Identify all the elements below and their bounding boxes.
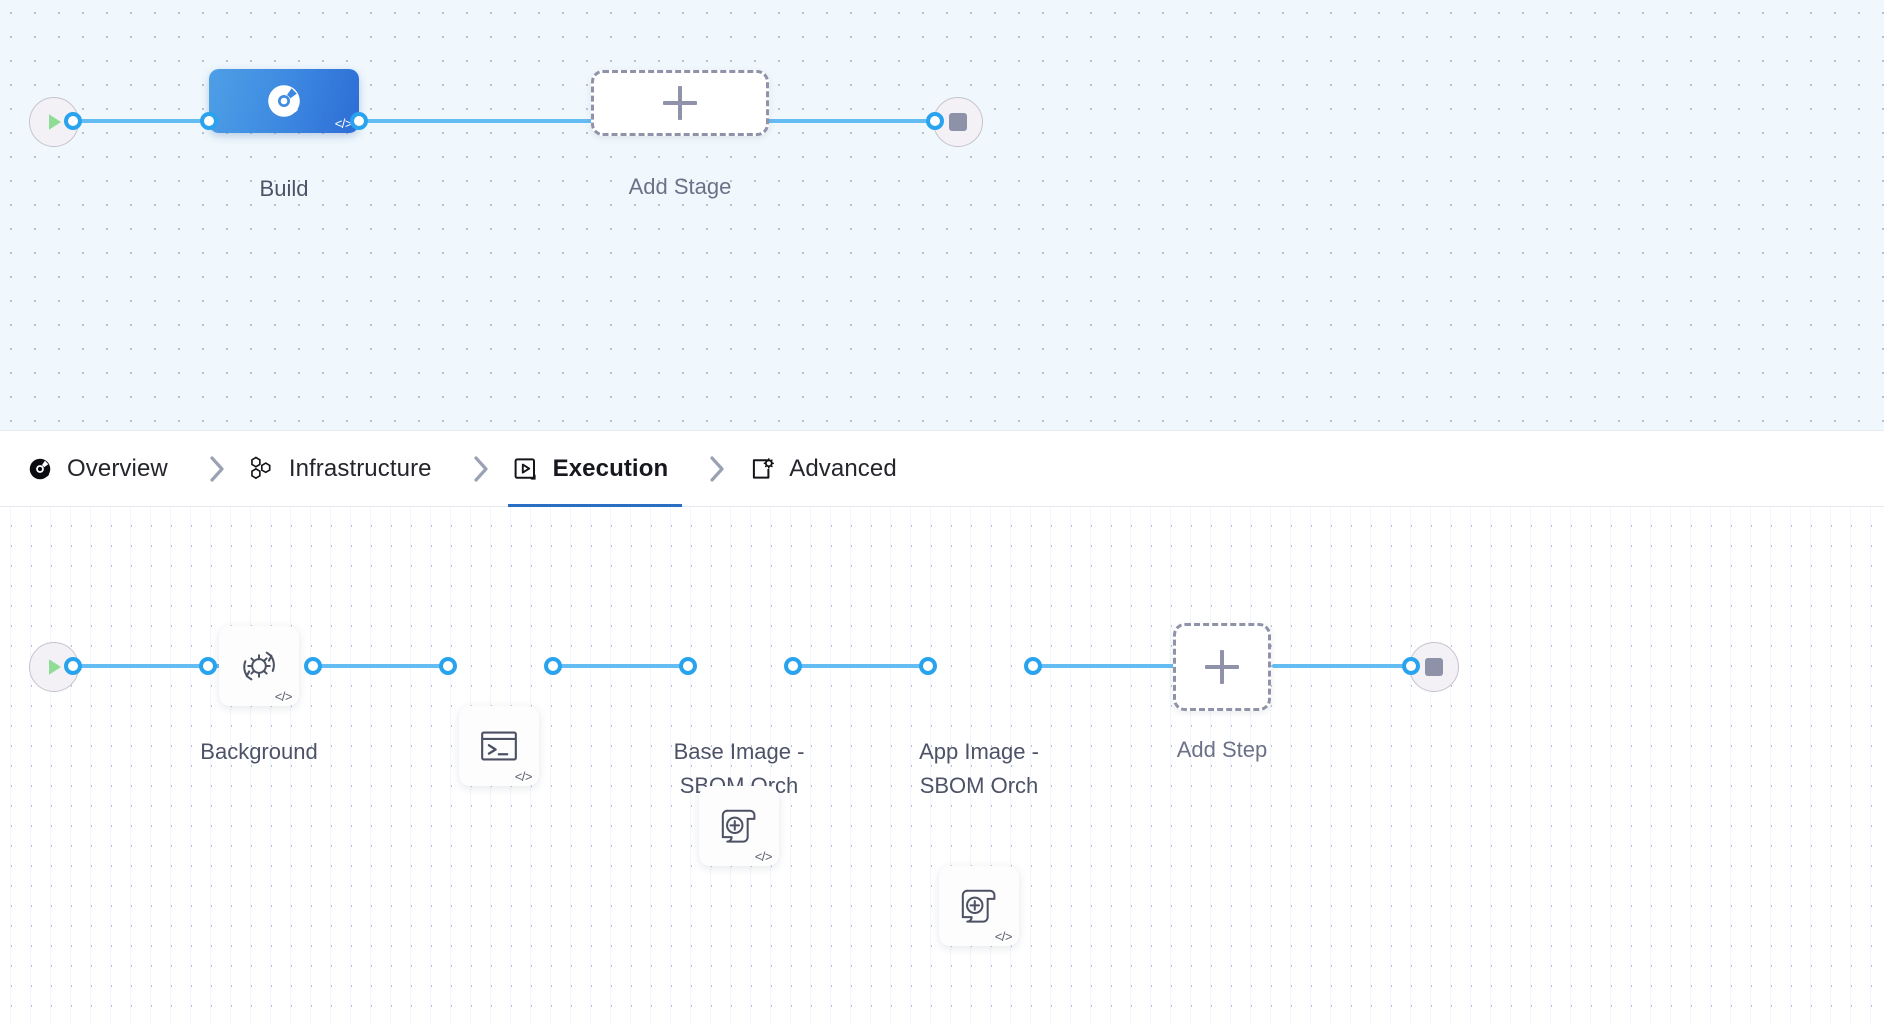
step-node-base-image-sbom-orch[interactable]: </> <box>699 786 779 866</box>
code-badge-icon: </> <box>514 769 533 784</box>
port-execution-start-out[interactable] <box>64 657 82 675</box>
port-end-in[interactable] <box>926 112 944 130</box>
port-run-in[interactable] <box>439 657 457 675</box>
chevron-right-icon <box>210 455 224 482</box>
stop-icon <box>1425 658 1443 676</box>
add-step-button[interactable] <box>1173 623 1271 711</box>
port-execution-end-in[interactable] <box>1402 657 1420 675</box>
port-background-out[interactable] <box>304 657 322 675</box>
terminal-icon <box>481 731 517 761</box>
step-node-run[interactable]: </> <box>459 706 539 786</box>
chevron-right-icon <box>474 455 488 482</box>
plus-icon <box>1205 650 1239 684</box>
port-build-in[interactable] <box>200 112 218 130</box>
tab-infrastructure[interactable]: Infrastructure <box>244 431 454 507</box>
hexagons-icon <box>248 455 276 483</box>
port-base-image-in[interactable] <box>679 657 697 675</box>
add-step-label: Add Step <box>1176 737 1268 762</box>
edge-run-to-base-image <box>545 664 695 668</box>
code-badge-icon: </> <box>994 929 1013 944</box>
add-stage-button[interactable] <box>591 70 769 136</box>
port-app-image-out[interactable] <box>1024 657 1042 675</box>
plus-icon <box>663 86 697 120</box>
tab-advanced-label: Advanced <box>789 454 897 482</box>
stage-label-build: Build <box>259 176 309 201</box>
stage-graph-canvas[interactable]: </> Build Add Stage <box>0 0 1884 431</box>
stage-config-tabs[interactable]: Overview Infrastructure <box>0 431 1884 508</box>
step-node-background[interactable]: </> <box>219 626 299 706</box>
add-stage-label: Add Stage <box>628 174 732 199</box>
port-background-in[interactable] <box>199 657 217 675</box>
play-box-icon <box>512 455 540 483</box>
tab-separator-3 <box>690 454 744 484</box>
tab-advanced[interactable]: Advanced <box>744 431 919 507</box>
harness-logo-icon <box>268 85 300 117</box>
sbom-scroll-icon <box>721 809 756 843</box>
gear-page-icon <box>748 455 776 483</box>
execution-graph-canvas[interactable]: </> Background </> Run <box>0 507 1884 1024</box>
tab-overview-label: Overview <box>67 454 168 482</box>
edge-add-stage-to-end <box>760 119 980 123</box>
tab-separator-2 <box>454 454 508 484</box>
stage-pill-build[interactable]: </> <box>209 69 359 133</box>
port-build-out[interactable] <box>350 112 368 130</box>
stage-node-build[interactable]: </> <box>209 69 359 133</box>
port-run-out[interactable] <box>544 657 562 675</box>
code-badge-icon: </> <box>334 116 353 131</box>
stop-icon <box>949 113 967 131</box>
port-start-out[interactable] <box>64 112 82 130</box>
edge-start-to-build <box>72 119 272 123</box>
code-badge-icon: </> <box>274 689 293 704</box>
port-app-image-in[interactable] <box>919 657 937 675</box>
edge-start-to-background <box>72 664 222 668</box>
edge-build-to-add-stage <box>352 119 592 123</box>
step-node-app-image-sbom-orch[interactable]: </> <box>939 866 1019 946</box>
sbom-scroll-icon <box>961 889 996 923</box>
code-badge-icon: </> <box>754 849 773 864</box>
tab-execution[interactable]: Execution <box>507 431 691 508</box>
tab-infrastructure-label: Infrastructure <box>288 454 432 482</box>
tab-overview[interactable]: Overview <box>22 431 190 507</box>
edge-background-to-run <box>305 664 455 668</box>
step-label-background: Background <box>200 739 318 764</box>
play-icon <box>49 659 61 675</box>
gear-refresh-icon <box>243 651 275 681</box>
harness-logo-icon <box>26 455 54 483</box>
play-icon <box>49 114 61 130</box>
chevron-right-icon <box>710 455 724 482</box>
step-label-app-image-sbom-orch: App Image - SBOM Orch <box>919 739 1039 799</box>
edge-add-step-to-end <box>1272 664 1417 668</box>
edge-app-image-to-add-step <box>1025 664 1185 668</box>
tab-separator-1 <box>190 454 244 484</box>
tab-execution-label: Execution <box>552 454 669 482</box>
edge-base-image-to-app-image <box>785 664 935 668</box>
port-base-image-out[interactable] <box>784 657 802 675</box>
